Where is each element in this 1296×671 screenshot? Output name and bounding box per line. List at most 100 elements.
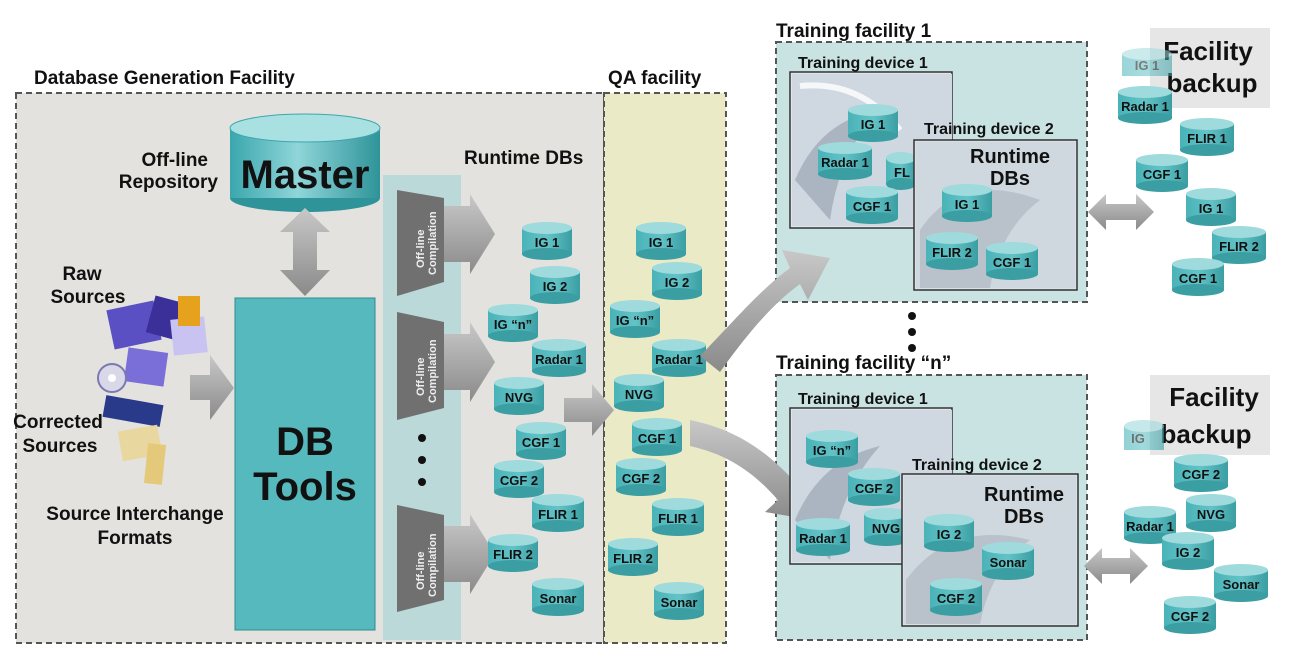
raw-sources-line2: Sources	[51, 287, 126, 308]
runtime-db-item: IG “n”	[488, 304, 538, 342]
tfn-runtime-line2: DBs	[1004, 506, 1044, 528]
db-label: NVG	[872, 521, 900, 536]
db-item: CGF 2	[848, 468, 900, 506]
runtime-db-item: NVG	[494, 377, 544, 415]
qa-db-item: FLIR 1	[652, 498, 704, 536]
raw-sources-line1: Raw	[62, 264, 101, 285]
compilation-block-3: Off-line Compilation	[397, 505, 495, 612]
db-item: Radar 1	[818, 142, 872, 180]
db-item: Sonar	[982, 542, 1034, 580]
db-label: CGF 1	[993, 255, 1031, 270]
db-label: CGF 1	[1179, 271, 1217, 286]
db-label: Radar 1	[821, 155, 869, 170]
offline-repository-line1: Off-line	[142, 150, 209, 171]
offline-repository-line2: Repository	[119, 172, 219, 193]
db-tools-line2: Tools	[253, 465, 357, 509]
qa-db-item: FLIR 2	[608, 538, 658, 576]
runtime-db-stack: IG 1 IG 2 IG “n” Radar 1 NVG CGF 1 CGF 2…	[488, 222, 586, 616]
sources-to-tools-arrow	[190, 355, 234, 420]
db-item: FLIR 2	[1212, 226, 1266, 264]
runtime-db-item: CGF 2	[494, 460, 544, 498]
qa-db-label: Sonar	[661, 595, 698, 610]
source-interchange-line1: Source Interchange	[46, 504, 223, 525]
db-tools-line1: DB	[276, 420, 334, 464]
qa-facility-title: QA facility	[608, 68, 702, 89]
db-item: IG “n”	[806, 430, 858, 468]
tf1-runtime-line1: Runtime	[970, 146, 1050, 168]
tfn-backup-dbs: IG CGF 2 Radar 1 NVG IG 2 Sonar CGF 2	[1124, 420, 1268, 634]
qa-db-item: IG 2	[652, 262, 702, 300]
tf1-device-1-dbs: IG 1 Radar 1 FL CGF 1	[818, 104, 916, 224]
compilation-ellipsis	[418, 434, 426, 486]
qa-db-label: FLIR 1	[658, 511, 698, 526]
runtime-db-label: FLIR 1	[538, 507, 578, 522]
runtime-db-item: FLIR 1	[532, 494, 584, 532]
qa-db-label: IG “n”	[616, 313, 654, 328]
db-item: IG 2	[924, 514, 974, 552]
qa-db-item: IG “n”	[610, 300, 660, 338]
db-item: CGF 1	[986, 242, 1038, 280]
db-item: Radar 1	[1118, 86, 1172, 124]
db-label: CGF 2	[937, 591, 975, 606]
runtime-db-item: Radar 1	[532, 339, 586, 377]
compilation-block-2: Off-line Compilation	[397, 312, 495, 420]
db-label: IG “n”	[813, 443, 851, 458]
db-label: IG 1	[1199, 201, 1224, 216]
db-item: CGF 1	[1172, 258, 1224, 296]
runtime-db-label: CGF 2	[500, 473, 538, 488]
qa-db-item: Sonar	[654, 582, 704, 620]
db-item: NVG	[1186, 494, 1236, 532]
tfn-runtime-line1: Runtime	[984, 484, 1064, 506]
db-item: IG 1	[848, 104, 898, 142]
runtime-db-label: CGF 1	[522, 435, 560, 450]
runtime-db-label: IG 1	[535, 235, 560, 250]
backup-n-panel	[1150, 375, 1270, 455]
db-item: CGF 2	[1164, 596, 1216, 634]
compilation-1-line1: Off-line	[415, 230, 427, 269]
runtime-db-label: FLIR 2	[493, 547, 533, 562]
qa-db-label: IG 2	[665, 275, 690, 290]
db-item: IG	[1124, 420, 1164, 450]
compilation-2-line1: Off-line	[415, 358, 427, 397]
runtime-db-label: NVG	[505, 390, 533, 405]
db-item: IG 1	[1122, 48, 1172, 76]
qa-to-training-n-arrow	[690, 420, 812, 520]
tfn-backup-line2: backup	[1160, 419, 1251, 449]
tfn-device-1-dbs: IG “n” CGF 2 Radar 1 NVG	[796, 430, 908, 556]
source-media-clipart-icon	[97, 295, 208, 485]
tfn-device-1-title: Training device 1	[798, 391, 928, 408]
tf1-backup-double-arrow	[1088, 194, 1154, 230]
runtime-db-item: FLIR 2	[488, 534, 538, 572]
tf1-backup-line1: Facility	[1163, 36, 1253, 66]
qa-to-training-1-arrow	[700, 250, 830, 372]
db-label: Radar 1	[1126, 519, 1174, 534]
db-label: Radar 1	[799, 531, 847, 546]
db-label: CGF 2	[1182, 467, 1220, 482]
runtime-db-label: Sonar	[540, 591, 577, 606]
tfn-backup-double-arrow	[1084, 548, 1148, 584]
qa-db-label: NVG	[625, 387, 653, 402]
source-interchange-line2: Formats	[98, 528, 173, 549]
db-item: IG 2	[1162, 532, 1214, 570]
qa-db-label: CGF 1	[638, 431, 676, 446]
db-item: CGF 2	[930, 578, 982, 616]
master-label: Master	[241, 153, 370, 197]
master-db-icon	[229, 113, 381, 212]
db-label: IG 1	[955, 197, 980, 212]
db-label: IG	[1131, 431, 1145, 446]
db-label: IG 2	[937, 527, 962, 542]
tf1-device-2-title: Training device 2	[924, 121, 1054, 138]
db-item: Radar 1	[1124, 506, 1176, 544]
runtime-db-label: Radar 1	[535, 352, 583, 367]
db-item: CGF 1	[846, 186, 898, 224]
db-label: Sonar	[1223, 577, 1260, 592]
runtime-db-item: Sonar	[532, 578, 584, 616]
db-item: FLIR 1	[1180, 118, 1234, 156]
tfn-device-2-dbs: IG 2 Sonar CGF 2	[924, 514, 1034, 616]
db-label: FLIR 2	[1219, 239, 1259, 254]
db-item: Radar 1	[796, 518, 850, 556]
compilation-block-1: Off-line Compilation	[397, 190, 495, 296]
tf1-device-1-title: Training device 1	[798, 55, 928, 72]
db-label: IG 2	[1176, 545, 1201, 560]
compilation-1-line2: Compilation	[427, 211, 439, 275]
